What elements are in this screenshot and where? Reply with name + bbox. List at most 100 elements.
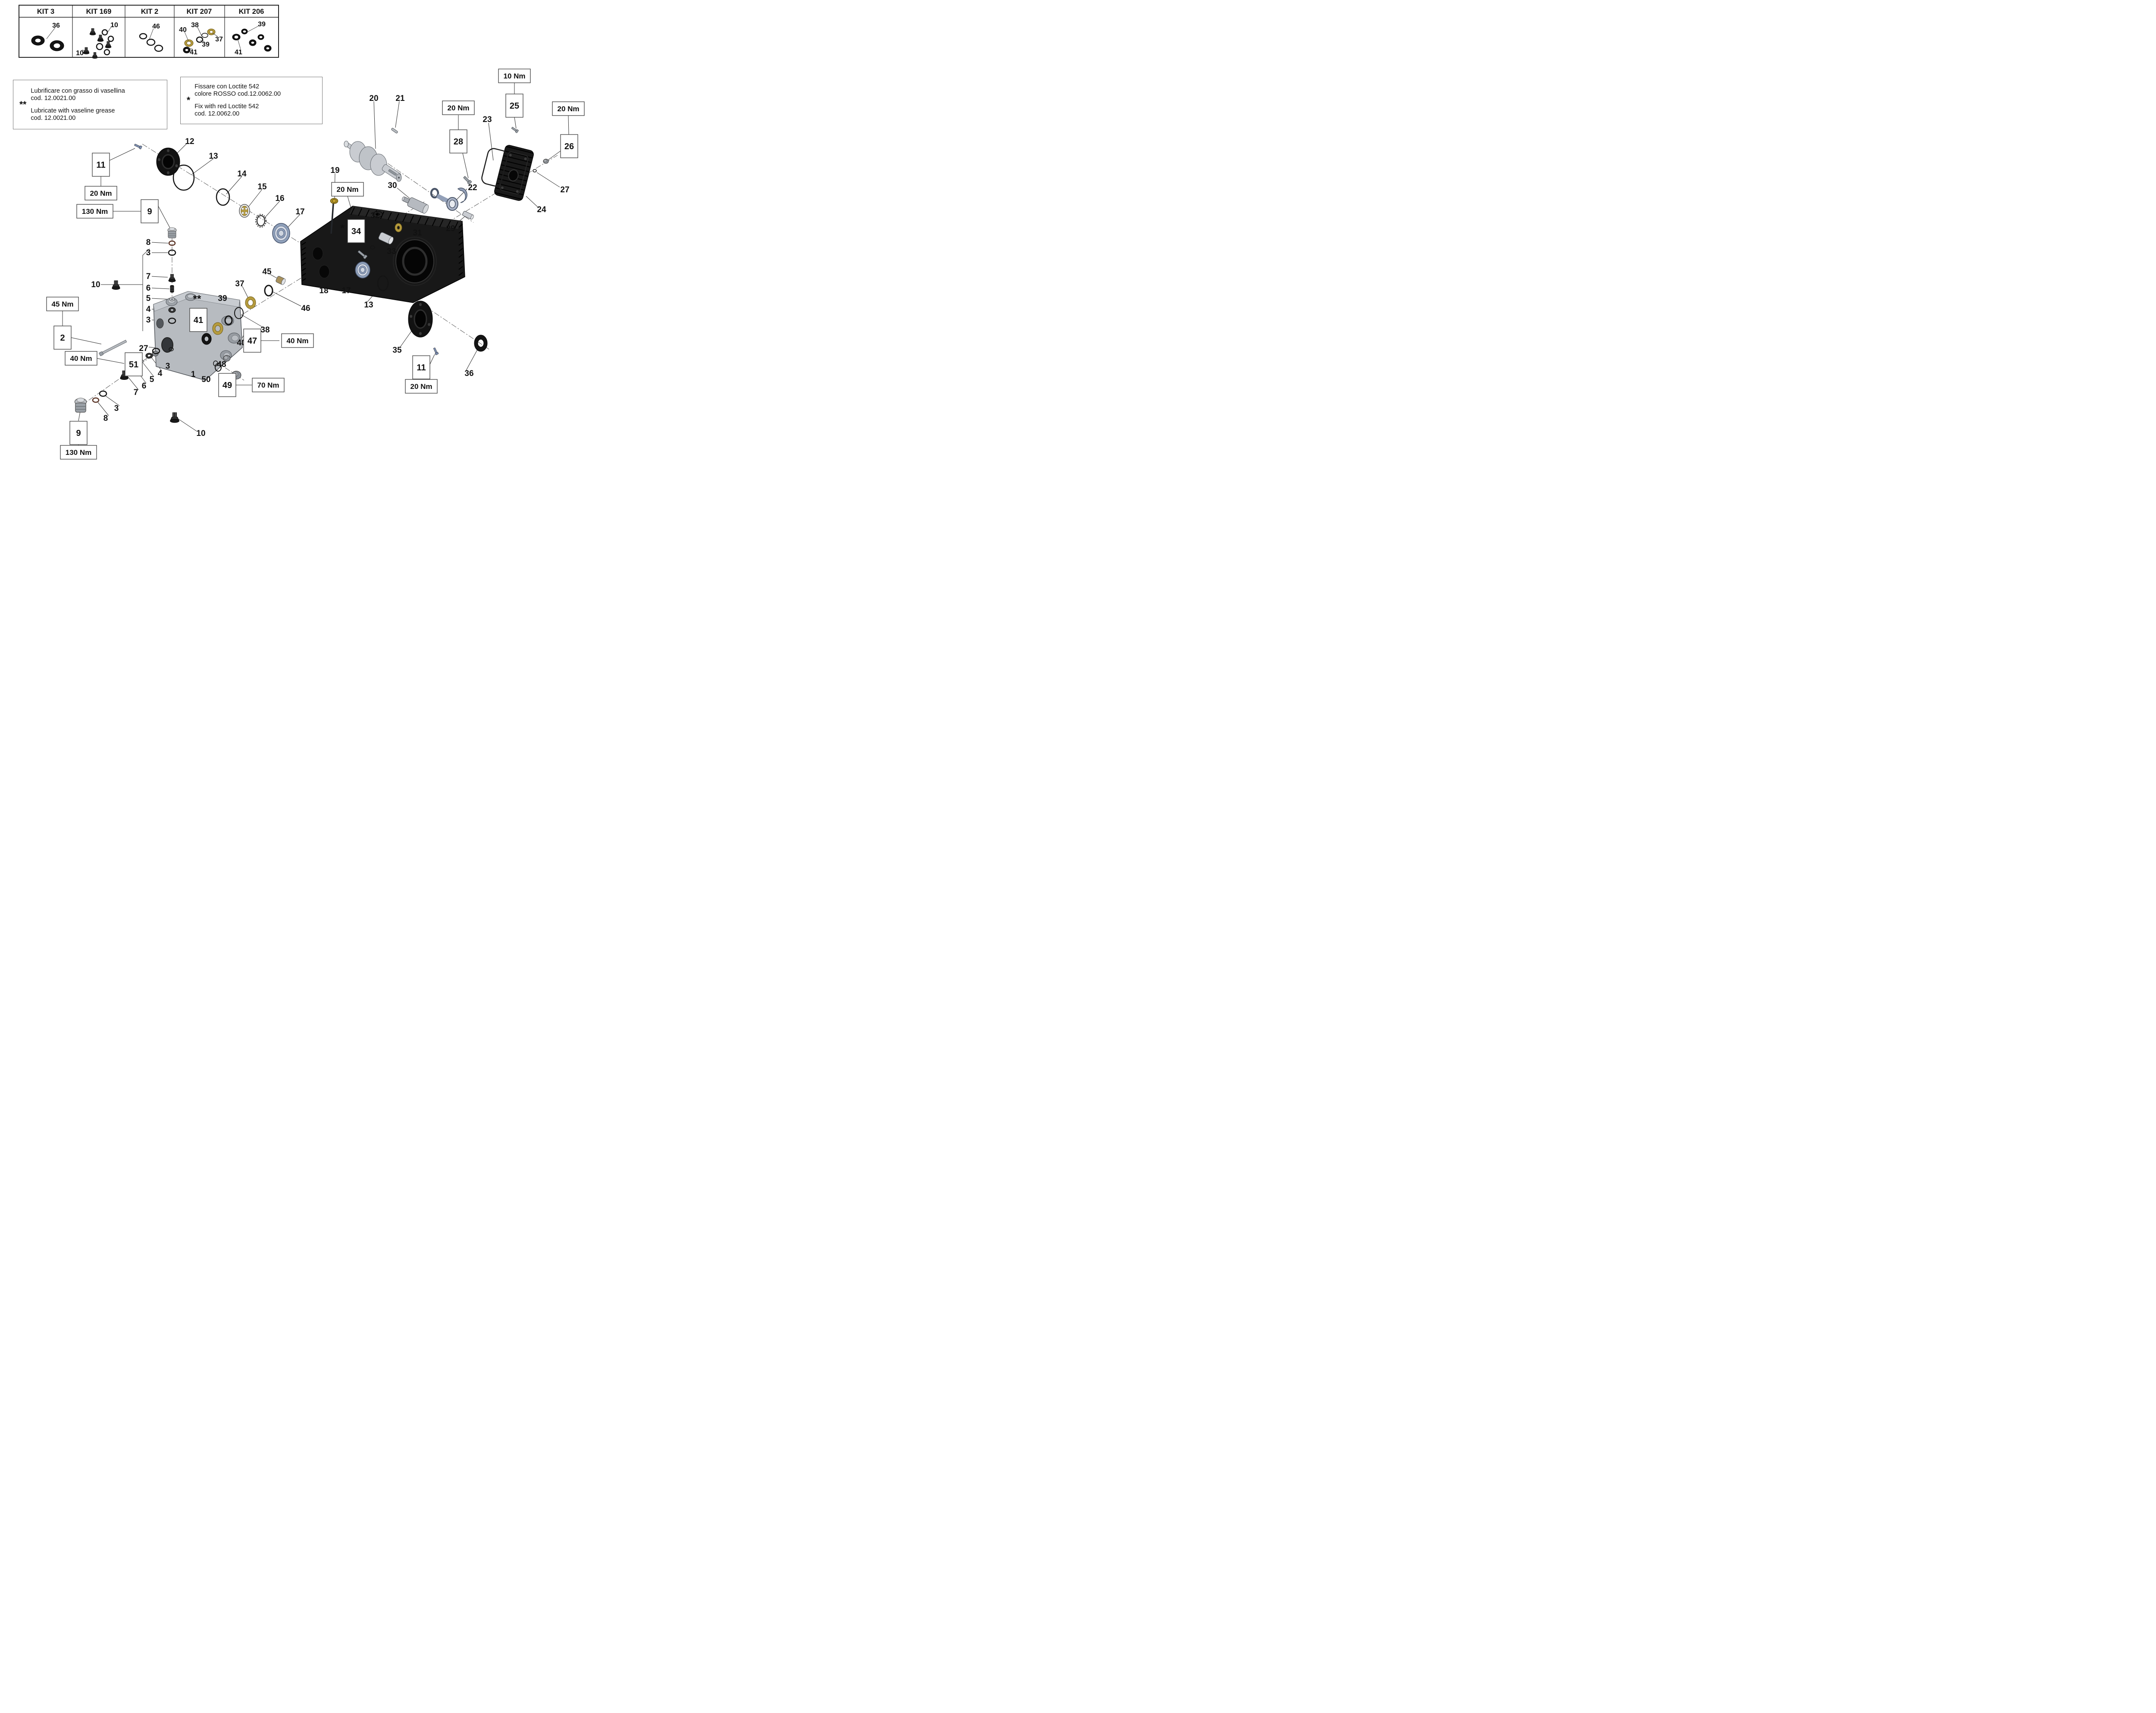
kit-leader-line bbox=[197, 27, 202, 37]
valve-body bbox=[168, 274, 176, 281]
part-number-label: 12 bbox=[185, 137, 194, 146]
valve-base bbox=[112, 286, 120, 290]
kit-part-number: 37 bbox=[215, 36, 223, 43]
leader-line bbox=[151, 298, 169, 300]
kit-header: KIT 3 bbox=[37, 8, 54, 16]
part-number-label: 48 bbox=[217, 360, 226, 369]
part-oring bbox=[168, 317, 176, 324]
torque-label: 40 Nm bbox=[65, 351, 97, 366]
part-number-label: 22 bbox=[468, 183, 477, 192]
part-seal bbox=[50, 40, 64, 51]
crankcase-fin bbox=[446, 220, 451, 229]
part-gasket bbox=[481, 148, 508, 187]
leader-line bbox=[176, 143, 187, 154]
kit-part-number: 41 bbox=[190, 49, 197, 56]
crankcase-fin bbox=[301, 242, 306, 245]
kit-leader-line bbox=[237, 38, 241, 50]
boxed-number: 34 bbox=[351, 227, 361, 236]
leader-line bbox=[400, 329, 413, 348]
label-box bbox=[218, 373, 236, 397]
torque-box bbox=[60, 445, 97, 460]
kit-part-number: 10 bbox=[110, 22, 118, 29]
leader-line bbox=[568, 115, 569, 135]
kit-leader-line bbox=[212, 33, 218, 37]
part-number-label: 21 bbox=[395, 94, 405, 103]
part-number-label: 18 bbox=[319, 286, 328, 295]
torque-box bbox=[281, 333, 314, 348]
dipstick-cap bbox=[330, 198, 338, 204]
plunger-tail-end bbox=[401, 196, 405, 201]
part-number-label: 46 bbox=[301, 304, 310, 313]
note-line: Fix with red Loctite 542 bbox=[194, 103, 259, 110]
torque-label: 20 Nm bbox=[85, 186, 117, 200]
part-number-box: 49 bbox=[218, 373, 236, 397]
crankcase-fin bbox=[301, 268, 306, 271]
kit-header: KIT 2 bbox=[141, 8, 158, 16]
kit-header: KIT 207 bbox=[187, 8, 212, 16]
label-box bbox=[560, 134, 578, 158]
torque-box bbox=[331, 182, 364, 197]
part-flange bbox=[156, 147, 180, 176]
boxed-number: 41 bbox=[194, 316, 203, 325]
part-oring bbox=[152, 348, 160, 354]
crankcase-fin bbox=[402, 214, 407, 222]
crank-center-hole bbox=[398, 177, 400, 179]
part-number-label: 1 bbox=[191, 370, 196, 379]
note-line: Lubrificare con grasso di vasellina bbox=[31, 87, 125, 94]
boxed-number: 2 bbox=[60, 333, 65, 343]
part-oring bbox=[168, 249, 176, 256]
part-seal bbox=[183, 47, 191, 53]
part-plug bbox=[223, 355, 231, 362]
part-oring bbox=[154, 44, 163, 52]
plug-hex bbox=[543, 159, 547, 163]
kit-part-number: 10 bbox=[76, 50, 84, 57]
kit-table bbox=[19, 5, 279, 58]
note-line: Fissare con Loctite 542 bbox=[194, 83, 260, 90]
part-oring bbox=[234, 307, 244, 319]
crankcase-fin bbox=[301, 263, 306, 266]
note-loctite: * Fissare con Loctite 542 colore ROSSO c… bbox=[180, 77, 323, 124]
leader-line bbox=[397, 188, 410, 199]
part-seal bbox=[395, 223, 402, 232]
torque-value: 70 Nm bbox=[257, 381, 279, 389]
kit-header: KIT 169 bbox=[86, 8, 112, 16]
part-bearing bbox=[355, 261, 370, 279]
label-box bbox=[505, 94, 523, 118]
leader-line bbox=[104, 395, 120, 406]
part-number-label: 7 bbox=[134, 388, 138, 397]
crankcase-fin bbox=[458, 248, 463, 252]
part-oring bbox=[264, 285, 273, 297]
crankcase-fin bbox=[458, 272, 463, 276]
cylinder-end bbox=[388, 237, 394, 244]
part-seal bbox=[474, 335, 488, 352]
head-port bbox=[161, 337, 173, 353]
torque-box bbox=[252, 378, 285, 392]
boxed-number: 9 bbox=[76, 429, 81, 438]
part-number-box: 9 bbox=[69, 421, 88, 445]
part-number-box: 51 bbox=[125, 352, 143, 376]
part-number-label: 7 bbox=[146, 272, 151, 281]
cover-bore bbox=[508, 169, 519, 182]
part-number-label: 35 bbox=[392, 346, 402, 355]
part-spring bbox=[170, 285, 174, 293]
leader-line bbox=[514, 117, 517, 129]
leader-line bbox=[536, 172, 560, 188]
part-seal bbox=[241, 28, 248, 34]
torque-value: 10 Nm bbox=[503, 72, 525, 80]
part-oring bbox=[96, 43, 103, 50]
part-seal bbox=[184, 39, 194, 47]
part-crankcase bbox=[300, 206, 465, 303]
valve-base bbox=[170, 419, 179, 423]
crankcase-fin bbox=[410, 215, 414, 223]
leader-line bbox=[71, 337, 102, 344]
part-valve-plug bbox=[167, 227, 177, 238]
crankcase-fin bbox=[301, 273, 306, 276]
part-valve bbox=[168, 274, 176, 282]
part-star-washer bbox=[239, 204, 250, 218]
kit-leader-line bbox=[184, 31, 189, 41]
star-cutout bbox=[241, 212, 244, 214]
part-seal bbox=[168, 307, 176, 313]
kit-part-number: 39 bbox=[202, 41, 210, 48]
flange-bolt-hole bbox=[419, 332, 422, 335]
